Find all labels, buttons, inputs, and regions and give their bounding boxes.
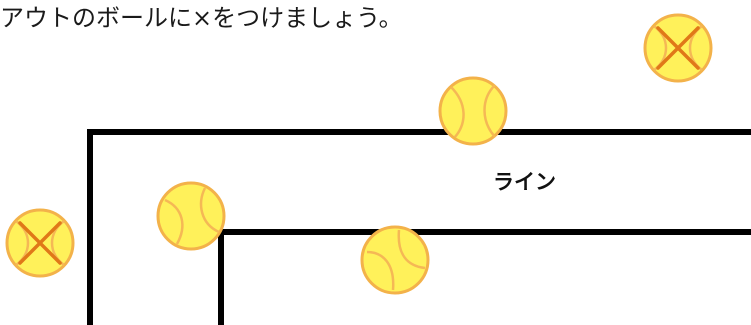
- tennis-ball-icon: [438, 76, 508, 146]
- tennis-ball-out-top-right[interactable]: [642, 12, 714, 84]
- tennis-ball-icon: [5, 208, 75, 278]
- tennis-ball-icon: [156, 181, 226, 251]
- instruction-text: アウトのボールに×をつけましょう。: [0, 4, 403, 32]
- tennis-ball-icon: [360, 225, 430, 295]
- tennis-ball-on-outer-line[interactable]: [437, 75, 509, 147]
- outer-court-line: [87, 129, 751, 325]
- tennis-ball-icon: [643, 13, 713, 83]
- tennis-ball-on-inner-line[interactable]: [359, 224, 431, 296]
- line-label: ライン: [493, 170, 556, 194]
- tennis-ball-on-left-line[interactable]: [155, 180, 227, 252]
- x-mark-icon: [656, 26, 700, 70]
- tennis-ball-out-far-left[interactable]: [4, 207, 76, 279]
- inner-court-line: [218, 229, 751, 325]
- x-mark-icon: [18, 221, 62, 265]
